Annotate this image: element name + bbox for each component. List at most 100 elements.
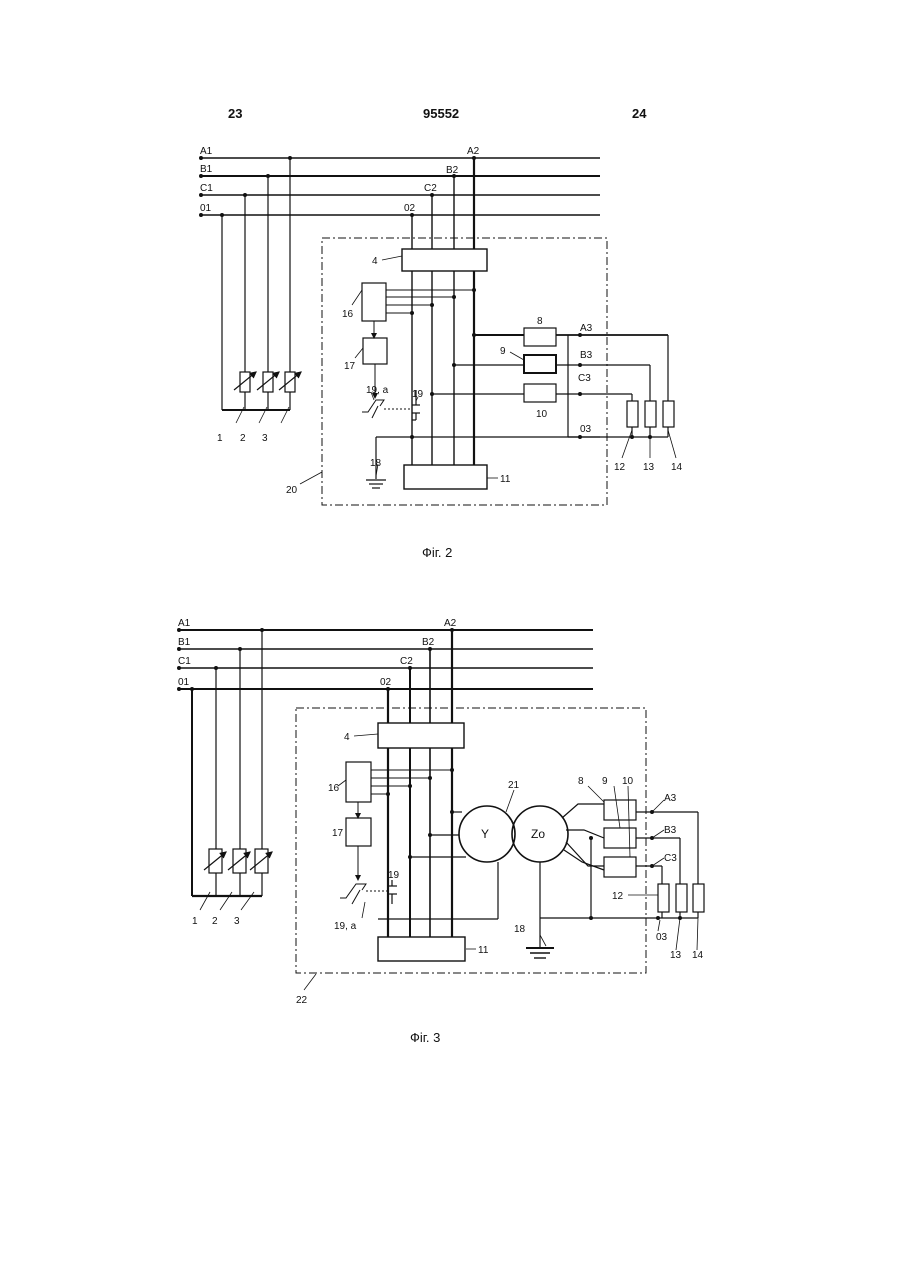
fig2-block-4 [402,249,487,271]
fig3-label-9: 9 [602,776,608,787]
fig2-bus-label-01: 01 [200,203,212,214]
fig2-ground-18 [366,480,386,488]
fig2-label-2: 2 [240,433,246,444]
fig2-bus-label-c1: C1 [200,183,213,194]
fig3-label-22: 22 [296,995,308,1006]
fig3-out-label-c3: C3 [664,853,677,864]
fig2-load-14 [663,401,674,427]
fig3-out-label-b3: B3 [664,825,677,836]
fig3-load-12 [658,884,669,912]
fig2-label-1: 1 [217,433,223,444]
fig3-label-2: 2 [212,916,218,927]
fig3-label-19a: 19, a [334,921,357,932]
fig2-label-20: 20 [286,485,298,496]
fig3-tap-lines [388,630,452,937]
fig2-varistor-3 [285,372,295,392]
fig3-label-1: 1 [192,916,198,927]
fig2-block-11 [404,465,487,489]
fig2-label-4: 4 [372,256,378,267]
fig2-label-14: 14 [671,462,683,473]
fig3-labels: A1 B1 C1 01 A2 B2 C2 02 A3 B3 C3 03 Y Zo… [178,618,704,1045]
fig2-bus-label-a1: A1 [200,146,213,157]
fig3-bus-label-a1: A1 [178,618,191,629]
fig2-block-8 [524,328,556,346]
fig2-supply-buses [200,158,600,215]
fig2-label-13: 13 [643,462,655,473]
fig2-tap-label-b2: B2 [446,165,459,176]
fig2-varistor-2 [263,372,273,392]
fig3-relay-19a [340,884,366,904]
fig2-load-13 [645,401,656,427]
fig3-bus-label-c1: C1 [178,656,191,667]
fig2-label-19: 19 [412,389,424,400]
fig3-out-label-03: 03 [656,932,668,943]
fig3-tap-label-c2: C2 [400,656,413,667]
fig3-load-13 [676,884,687,912]
fig3-output-circuits [562,804,698,918]
fig3-block-16 [346,762,371,802]
figure-3 [177,628,704,990]
fig3-transformer-y: Y [481,827,489,841]
fig2-block-16 [362,283,386,321]
fig2-tap-label-a2: A2 [467,146,480,157]
fig3-label-10: 10 [622,776,634,787]
fig2-label-17: 17 [344,361,356,372]
fig2-varistor-1 [240,372,250,392]
fig3-label-16: 16 [328,783,340,794]
fig2-relay-19a [362,400,384,418]
fig3-varistors [200,849,272,910]
fig3-device-enclosure [296,708,646,973]
fig3-bus-label-b1: B1 [178,637,191,648]
fig2-block-10 [524,384,556,402]
fig3-label-8: 8 [578,776,584,787]
fig2-label-18: 18 [370,458,382,469]
fig2-block-9 [524,355,556,373]
fig3-block-8 [604,800,636,820]
fig2-out-label-c3: C3 [578,373,591,384]
fig2-label-9: 9 [500,346,506,357]
fig2-load-12 [627,401,638,427]
fig3-block-10 [604,857,636,877]
fig3-label-17: 17 [332,828,344,839]
fig3-ground-18 [526,948,554,958]
fig3-bus-label-01: 01 [178,677,190,688]
fig3-out-label-a3: A3 [664,793,677,804]
fig2-tap-label-02: 02 [404,203,416,214]
fig3-block-4 [378,723,464,748]
fig3-label-13: 13 [670,950,682,961]
fig2-tap-label-c2: C2 [424,183,437,194]
fig2-out-label-a3: A3 [580,323,593,334]
fig3-label-4: 4 [344,732,350,743]
fig2-out-label-03: 03 [580,424,592,435]
fig2-labels: A1 B1 C1 01 A2 B2 C2 02 A3 B3 C3 03 4 16… [200,146,683,560]
fig3-caption: Фіг. 3 [410,1030,440,1045]
fig2-tap-lines [412,158,474,465]
fig2-block-17 [363,338,387,364]
fig2-label-10: 10 [536,409,548,420]
fig3-label-19: 19 [388,870,400,881]
fig3-block-17 [346,818,371,846]
fig3-varistor-drops [192,630,262,896]
fig3-label-21: 21 [508,780,520,791]
fig3-tap-label-a2: A2 [444,618,457,629]
fig3-label-11: 11 [478,945,489,956]
fig3-tap-label-b2: B2 [422,637,435,648]
fig3-load-14 [693,884,704,912]
figure-2 [199,156,676,505]
fig2-label-19a: 19, a [366,385,389,396]
fig2-caption: Фіг. 2 [422,545,452,560]
fig3-transformer-zo: Zo [531,827,545,841]
fig3-label-12: 12 [612,891,624,902]
fig2-label-3: 3 [262,433,268,444]
fig2-label-11: 11 [500,474,511,485]
fig2-bus-label-b1: B1 [200,164,213,175]
fig2-output-circuits [432,335,668,437]
fig2-label-8: 8 [537,316,543,327]
fig3-tap-label-02: 02 [380,677,392,688]
fig3-label-3: 3 [234,916,240,927]
fig2-label-12: 12 [614,462,626,473]
fig2-label-16: 16 [342,309,354,320]
fig3-block-11 [378,937,465,961]
fig3-block-9 [604,828,636,848]
